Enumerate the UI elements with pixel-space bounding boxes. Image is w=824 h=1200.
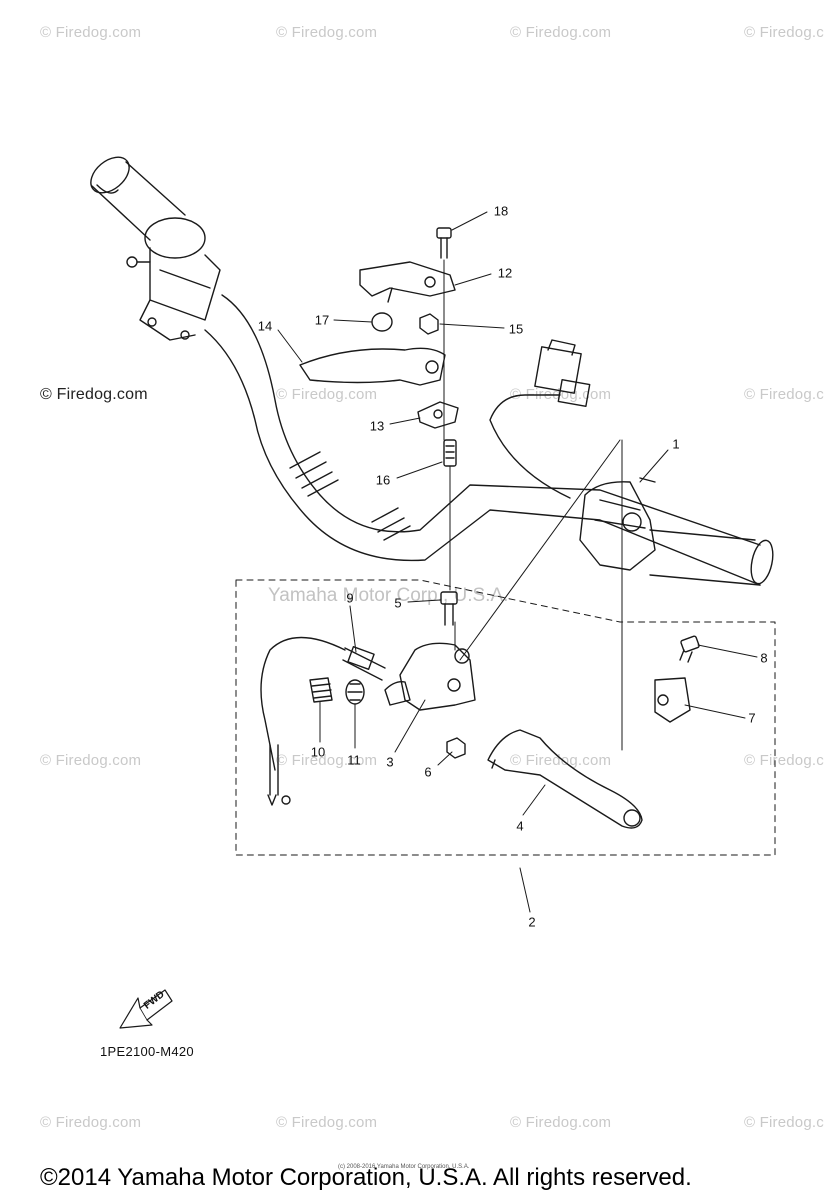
watermark: © Firedog.com xyxy=(276,1114,378,1131)
callout-12: 12 xyxy=(497,265,513,281)
part-lever-14 xyxy=(299,347,446,386)
watermark: © Firedog.com xyxy=(276,752,378,769)
watermark: © Firedog.com xyxy=(40,1114,142,1131)
part-switch-cable-9 xyxy=(260,636,386,806)
diagram-code: 1PE2100-M420 xyxy=(100,1044,194,1059)
sub-assembly-box xyxy=(235,579,776,856)
callout-8: 8 xyxy=(760,650,768,666)
part-plate-13 xyxy=(417,401,459,429)
watermark: © Firedog.com xyxy=(276,24,378,41)
part-clamp-7 xyxy=(654,677,691,723)
part-bracket-12 xyxy=(359,261,456,303)
callout-17: 17 xyxy=(314,312,330,328)
watermark: © Firedog.com xyxy=(744,24,824,41)
left-grip xyxy=(90,156,186,241)
callout-5: 5 xyxy=(394,595,402,611)
corp-watermark: Yamaha Motor Corp., U.S.A. xyxy=(268,585,509,606)
watermark: © Firedog.com xyxy=(276,386,378,403)
callout-18: 18 xyxy=(493,203,509,219)
part-bolt-5 xyxy=(440,591,458,626)
part-adjuster-11 xyxy=(345,679,365,705)
fwd-arrow-icon xyxy=(119,989,173,1029)
callout-2: 2 xyxy=(528,914,536,930)
master-cylinder xyxy=(126,217,221,341)
callout-6: 6 xyxy=(424,764,432,780)
watermark: © Firedog.com xyxy=(510,24,612,41)
right-grip xyxy=(649,529,774,586)
part-spring-10 xyxy=(309,677,333,703)
callout-4: 4 xyxy=(516,818,524,834)
callout-11: 11 xyxy=(347,752,361,768)
part-switch xyxy=(579,477,656,571)
callout-10: 10 xyxy=(310,744,326,760)
tiny-copyright-note: (c) 2008-2016 Yamaha Motor Corporation, … xyxy=(338,1164,470,1170)
part-lever-4 xyxy=(487,729,643,829)
watermark: © Firedog.com xyxy=(510,1114,612,1131)
handlebar-tube xyxy=(204,294,761,586)
callout-3: 3 xyxy=(386,754,394,770)
part-bolt-8 xyxy=(679,635,700,663)
callout-9: 9 xyxy=(346,590,354,606)
connector xyxy=(489,339,591,499)
watermark: © Firedog.com xyxy=(40,24,142,41)
watermark: © Firedog.com xyxy=(744,1114,824,1131)
watermark: © Firedog.com xyxy=(40,386,148,403)
part-bolt-16 xyxy=(443,439,457,467)
part-bolt-18 xyxy=(436,227,452,259)
watermark: © Firedog.com xyxy=(510,752,612,769)
callout-13: 13 xyxy=(369,418,385,434)
watermark: © Firedog.com xyxy=(40,752,142,769)
footer-copyright: ©2014 Yamaha Motor Corporation, U.S.A. A… xyxy=(40,1164,692,1191)
part-nut-6 xyxy=(446,737,466,759)
watermark: © Firedog.com xyxy=(744,752,824,769)
callout-16: 16 xyxy=(375,472,391,488)
callout-1: 1 xyxy=(672,436,680,452)
watermark: © Firedog.com xyxy=(744,386,824,403)
callout-15: 15 xyxy=(508,321,524,337)
part-holder-3 xyxy=(384,642,476,711)
leader-lines xyxy=(277,211,758,913)
watermark: © Firedog.com xyxy=(510,386,612,403)
callout-14: 14 xyxy=(257,318,273,334)
part-knob-17 xyxy=(371,312,393,332)
part-nut-15 xyxy=(419,313,439,335)
callout-7: 7 xyxy=(748,710,756,726)
